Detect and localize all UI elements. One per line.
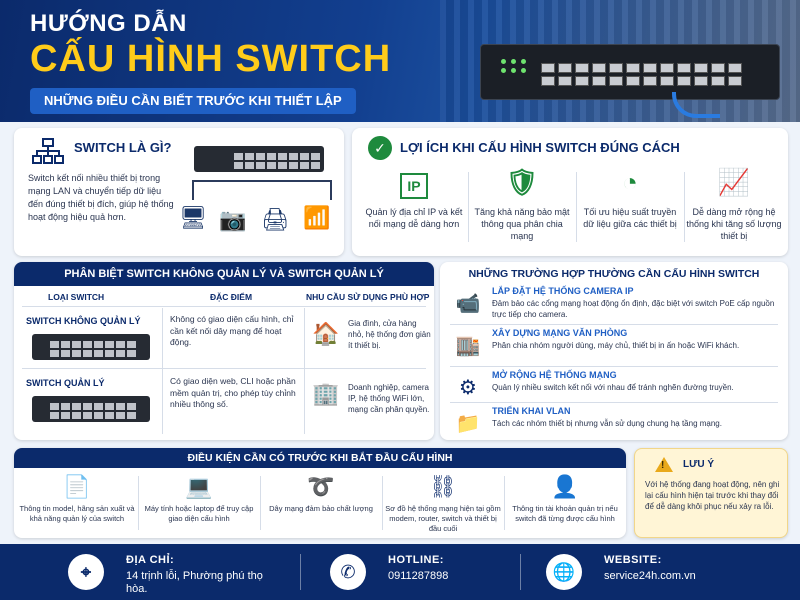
requirement-text: Sơ đồ hệ thống mạng hiện tại gồm modem, … — [385, 504, 501, 533]
office-icon: 🏬 — [455, 335, 481, 357]
requirements-card: ĐIỀU KIỆN CẦN CÓ TRƯỚC KHI BẮT ĐẦU CẤU H… — [14, 448, 626, 538]
note-card: ! LƯU Ý Với hệ thống đang hoạt động, nên… — [634, 448, 788, 538]
switch-leds — [501, 59, 527, 73]
unmanaged-switch-image — [32, 334, 150, 360]
case-title: XÂY DỰNG MẠNG VĂN PHÒNG — [492, 328, 628, 338]
check-icon: ✓ — [368, 136, 392, 160]
col-type: LOẠI SWITCH — [48, 292, 105, 302]
connection-lines — [192, 180, 332, 200]
requirement-item: ➰ Dây mạng đảm bảo chất lượng — [262, 472, 380, 534]
hotline-value[interactable]: 0911287898 — [388, 570, 449, 582]
folder-icon: 📁 — [455, 413, 481, 435]
warning-icon — [655, 457, 673, 472]
what-is-title: SWITCH LÀ GÌ? — [74, 140, 172, 155]
requirements-title: ĐIỀU KIỆN CẦN CÓ TRƯỚC KHI BẮT ĐẦU CẤU H… — [14, 448, 626, 468]
case-item: 🏬 XÂY DỰNG MẠNG VĂN PHÒNG Phân chia nhóm… — [450, 328, 780, 364]
wifi-icon: 📶 — [303, 205, 331, 230]
compare-card: PHÂN BIỆT SWITCH KHÔNG QUẢN LÝ VÀ SWITCH… — [14, 262, 434, 440]
header-banner: HƯỚNG DẪN CẤU HÌNH SWITCH NHỮNG ĐIỀU CẦN… — [0, 0, 800, 122]
hotline-label: HOTLINE: — [388, 554, 444, 566]
hub-icon: ⚙ — [459, 377, 477, 399]
speedometer-icon: ◔ — [622, 167, 638, 197]
requirement-text: Dây mạng đảm bảo chất lượng — [269, 504, 373, 513]
case-item: 📹 LẮP ĐẶT HỆ THỐNG CAMERA IP Đảm bảo các… — [450, 286, 780, 322]
compare-title: PHÂN BIỆT SWITCH KHÔNG QUẢN LÝ VÀ SWITCH… — [14, 262, 434, 286]
benefits-title: LỢI ÍCH KHI CẤU HÌNH SWITCH ĐÚNG CÁCH — [400, 140, 680, 155]
footer-bar: ⌖ ĐỊA CHỈ: 14 trịnh lỗi, Phường phú thọ … — [0, 544, 800, 600]
case-item: ⚙ MỞ RỘNG HỆ THỐNG MẠNG Quản lý nhiều sw… — [450, 370, 780, 406]
switch-device-image — [480, 44, 780, 100]
building-icon: 🏢 — [312, 381, 340, 406]
benefit-text: Quản lý địa chỉ IP và kết nối mạng dễ dà… — [365, 207, 463, 229]
phone-icon: ✆ — [330, 554, 366, 590]
address-label: ĐỊA CHỈ: — [126, 554, 175, 566]
network-cable — [672, 92, 720, 118]
requirement-text: Máy tính hoặc laptop để truy cập giao di… — [144, 504, 254, 523]
row-managed-name: SWITCH QUẢN LÝ — [26, 378, 105, 388]
website-value[interactable]: service24h.com.vn — [604, 570, 696, 582]
col-features: ĐẶC ĐIỂM — [210, 292, 253, 302]
address-value: 14 trịnh lỗi, Phường phú thọ hòa. — [126, 570, 263, 595]
switch-illustration — [194, 146, 324, 172]
requirement-item: 👤 Thông tin tài khoản quản trị nếu switc… — [506, 472, 624, 534]
note-title: LƯU Ý — [683, 459, 715, 470]
user-account-icon: 👤 — [551, 474, 579, 499]
case-desc: Phân chia nhóm người dùng, máy chủ, thiế… — [492, 341, 740, 350]
header-title: CẤU HÌNH SWITCH — [30, 38, 392, 80]
shield-lock-icon: 🛡 — [505, 167, 539, 197]
benefit-item: 🛡 Tăng khả năng bảo mật thông qua phân c… — [470, 164, 574, 250]
benefits-card: ✓ LỢI ÍCH KHI CẤU HÌNH SWITCH ĐÚNG CÁCH … — [352, 128, 788, 256]
case-desc: Đảm bảo các cổng mạng hoạt động ổn định,… — [492, 299, 775, 319]
header-line1: HƯỚNG DẪN — [30, 10, 187, 37]
document-icon: 📄 — [63, 474, 91, 499]
col-usage: NHU CẦU SỬ DỤNG PHÙ HỢP — [306, 292, 430, 302]
requirement-item: ⛓ Sơ đồ hệ thống mạng hiện tại gồm modem… — [384, 472, 502, 534]
case-item: 📁 TRIỂN KHAI VLAN Tách các nhóm thiết bị… — [450, 406, 780, 442]
benefit-item: IP Quản lý địa chỉ IP và kết nối mạng dễ… — [362, 164, 466, 250]
globe-icon: 🌐 — [546, 554, 582, 590]
case-title: MỞ RỘNG HỆ THỐNG MẠNG — [492, 370, 617, 380]
benefit-item: ◔ Tối ưu hiệu suất truyền dữ liệu giữa c… — [578, 164, 682, 250]
row-unmanaged-desc: Không có giao diện cấu hình, chỉ cần kết… — [170, 314, 294, 347]
benefit-item: 📈 Dễ dàng mở rộng hệ thống khi tăng số l… — [682, 164, 786, 250]
camera-icon: 📹 — [455, 293, 481, 315]
monitor-icon: 🖥 — [179, 205, 207, 230]
switch-ports — [541, 63, 742, 86]
ip-monitor-icon: IP — [394, 164, 434, 200]
growth-chart-icon: 📈 — [717, 167, 751, 197]
case-desc: Quản lý nhiều switch kết nối với nhau để… — [492, 383, 734, 392]
location-pin-icon: ⌖ — [68, 554, 104, 590]
row-unmanaged-use: Gia đình, cửa hàng nhỏ, hệ thống đơn giả… — [348, 319, 431, 350]
row-managed-use: Doanh nghiệp, camera IP, hệ thống WiFi l… — [348, 383, 430, 414]
camera-icon: 📷 — [219, 207, 247, 232]
case-desc: Tách các nhóm thiết bị nhưng vẫn sử dụng… — [492, 419, 722, 428]
website-label: WEBSITE: — [604, 554, 662, 566]
topology-icon: ⛓ — [429, 474, 457, 499]
header-subtitle: NHỮNG ĐIỀU CẦN BIẾT TRƯỚC KHI THIẾT LẬP — [30, 88, 356, 114]
requirement-text: Thông tin model, hãng sản xuất và khả nă… — [19, 504, 135, 523]
case-title: TRIỂN KHAI VLAN — [492, 406, 571, 416]
cases-card: NHỮNG TRƯỜNG HỢP THƯỜNG CẦN CẤU HÌNH SWI… — [440, 262, 788, 440]
cases-title: NHỮNG TRƯỜNG HỢP THƯỜNG CẦN CẤU HÌNH SWI… — [468, 268, 760, 280]
case-title: LẮP ĐẶT HỆ THỐNG CAMERA IP — [492, 286, 634, 296]
what-is-switch-card: SWITCH LÀ GÌ? Switch kết nối nhiều thiết… — [14, 128, 344, 256]
what-is-description: Switch kết nối nhiều thiết bị trong mạng… — [28, 173, 174, 222]
network-icon — [32, 138, 64, 164]
benefit-text: Dễ dàng mở rộng hệ thống khi tăng số lượ… — [686, 207, 782, 241]
laptop-icon: 💻 — [185, 474, 213, 499]
benefit-text: Tối ưu hiệu suất truyền dữ liệu giữa các… — [583, 207, 677, 229]
row-unmanaged-name: SWITCH KHÔNG QUẢN LÝ — [26, 316, 141, 326]
benefit-text: Tăng khả năng bảo mật thông qua phân chi… — [474, 207, 570, 241]
requirement-text: Thông tin tài khoản quản trị nếu switch … — [512, 504, 618, 523]
compare-header-row: LOẠI SWITCH ĐẶC ĐIỂM NHU CẦU SỬ DỤNG PHÙ… — [14, 288, 434, 306]
managed-switch-image — [32, 396, 150, 422]
house-icon: 🏠 — [312, 321, 340, 346]
row-managed-desc: Có giao diện web, CLI hoặc phần mềm quản… — [170, 376, 296, 409]
requirement-item: 📄 Thông tin model, hãng sản xuất và khả … — [18, 472, 136, 534]
note-text: Với hệ thống đang hoạt động, nên ghi lại… — [645, 480, 780, 511]
cable-icon: ➰ — [307, 474, 335, 499]
printer-icon: 🖨 — [261, 207, 289, 232]
requirement-item: 💻 Máy tính hoặc laptop để truy cập giao … — [140, 472, 258, 534]
